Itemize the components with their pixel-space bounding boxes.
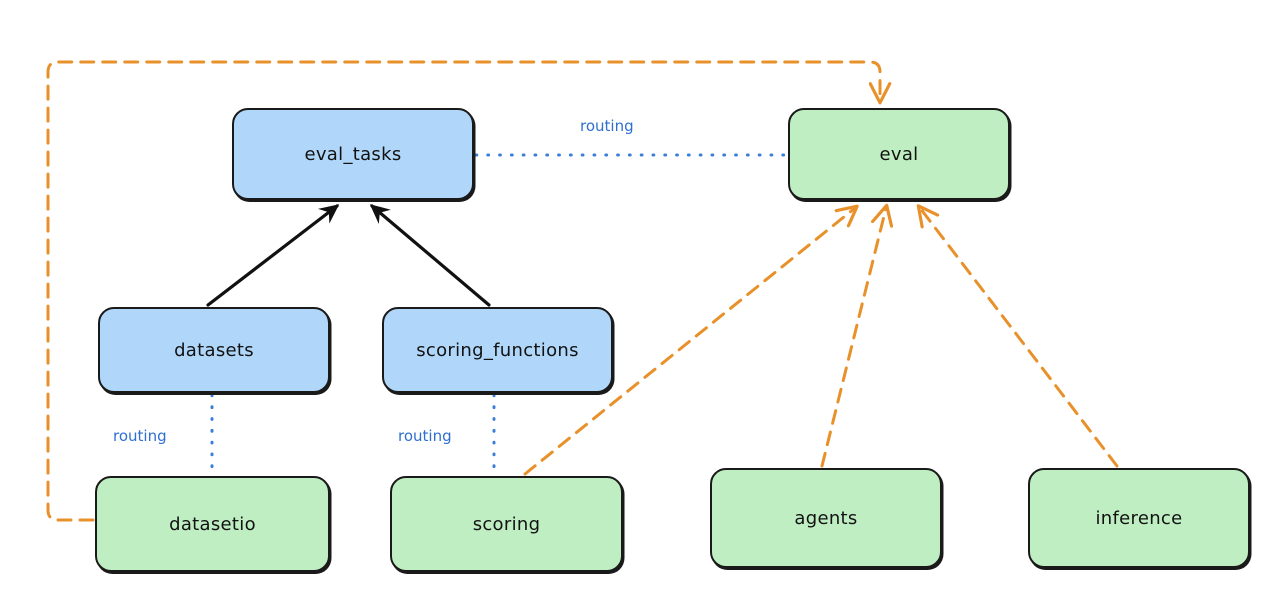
edge-datasets-to-eval-tasks [206,204,340,307]
node-inference[interactable]: inference [1028,468,1250,568]
node-eval-tasks[interactable]: eval_tasks [232,108,474,200]
node-label-scoring-functions: scoring_functions [416,339,579,361]
node-label-eval: eval [879,143,919,165]
edge-datasetio-to-eval [46,60,880,522]
node-datasetio[interactable]: datasetio [95,476,330,572]
node-datasets[interactable]: datasets [98,307,330,393]
node-scoring[interactable]: scoring [390,476,623,572]
edge-inference-to-eval [920,208,1119,468]
edge-scoring-to-eval [523,208,855,476]
node-label-eval-tasks: eval_tasks [304,143,402,165]
edge-agents-to-eval [820,208,886,468]
node-label-datasetio: datasetio [169,513,256,535]
node-label-datasets: datasets [174,339,254,361]
node-label-inference: inference [1095,507,1183,529]
edge-scoring-functions-to-eval-tasks [369,204,491,307]
node-agents[interactable]: agents [710,468,942,568]
node-scoring-functions[interactable]: scoring_functions [382,307,613,393]
node-label-scoring: scoring [472,513,541,535]
node-eval[interactable]: eval [788,108,1010,200]
node-label-agents: agents [794,507,858,529]
